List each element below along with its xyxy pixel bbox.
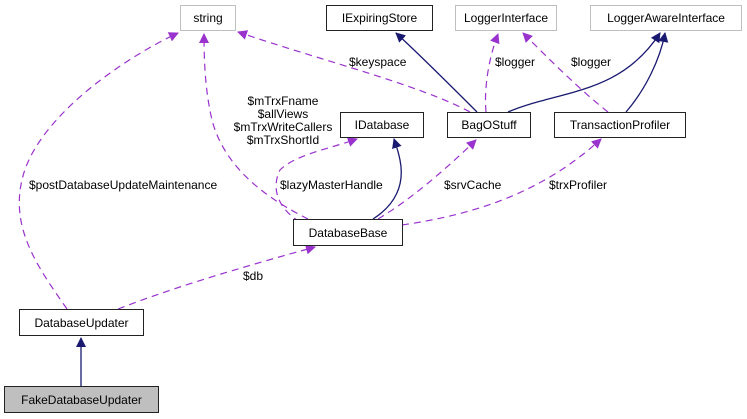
node-loggerinterface[interactable]: LoggerInterface (455, 5, 557, 31)
node-iexpiringstore[interactable]: IExpiringStore (326, 5, 433, 31)
edge-label-mtrxwritecallers: $mTrxWriteCallers (233, 120, 333, 134)
node-databasebase[interactable]: DatabaseBase (293, 219, 403, 246)
edge-label-srvcache: $srvCache (444, 178, 502, 192)
edge-label-logger-trxprofiler: $logger (571, 55, 612, 69)
edge-databasebase-idatabase (372, 138, 402, 220)
edge-trxprofiler-loggerawareinterface (625, 32, 669, 113)
edge-bagostuff-loggerawareinterface (507, 32, 661, 113)
edge-label-keyspace: $keyspace (349, 55, 407, 69)
edge-label-allviews: $allViews (257, 107, 309, 121)
node-databaseupdater[interactable]: DatabaseUpdater (19, 309, 144, 336)
edge-databasebase-string (199, 33, 309, 220)
node-transactionprofiler[interactable]: TransactionProfiler (554, 112, 686, 138)
node-idatabase[interactable]: IDatabase (340, 112, 424, 138)
edge-label-lazymasterhandle: $lazyMasterHandle (280, 178, 383, 192)
edge-label-trxprofiler: $trxProfiler (549, 178, 608, 192)
edge-databasebase-idatabase-usage (275, 137, 358, 223)
edge-trxprofiler-loggerinterface (522, 32, 609, 113)
edge-bagostuff-string (237, 30, 471, 113)
edge-label-postdatabaseupdatemaintenance: $postDatabaseUpdateMaintenance (29, 178, 218, 192)
edge-label-mtrxshortid: $mTrxShortId (246, 133, 320, 147)
edge-label-mtrxfname: $mTrxFname (247, 94, 319, 108)
node-bagostuff[interactable]: BagOStuff (447, 112, 531, 138)
edge-bagostuff-iexpiringstore (395, 32, 478, 113)
edge-label-string-fields: $mTrxFname $allViews $mTrxWriteCallers $… (233, 95, 333, 147)
node-loggerawareinterface[interactable]: LoggerAwareInterface (590, 5, 742, 31)
edge-bagostuff-loggerinterface (484, 33, 500, 113)
node-string[interactable]: string (180, 5, 236, 31)
edge-databasebase-bagostuff (377, 139, 477, 220)
edge-databasebase-trxprofiler (401, 138, 602, 226)
edge-databaseupdater-string (18, 32, 179, 310)
edge-label-logger-bagostuff: $logger (495, 55, 536, 69)
edge-databaseupdater-databasebase (117, 244, 316, 310)
node-fakedatabaseupdater: FakeDatabaseUpdater (4, 386, 159, 413)
edge-label-db: $db (243, 269, 264, 283)
